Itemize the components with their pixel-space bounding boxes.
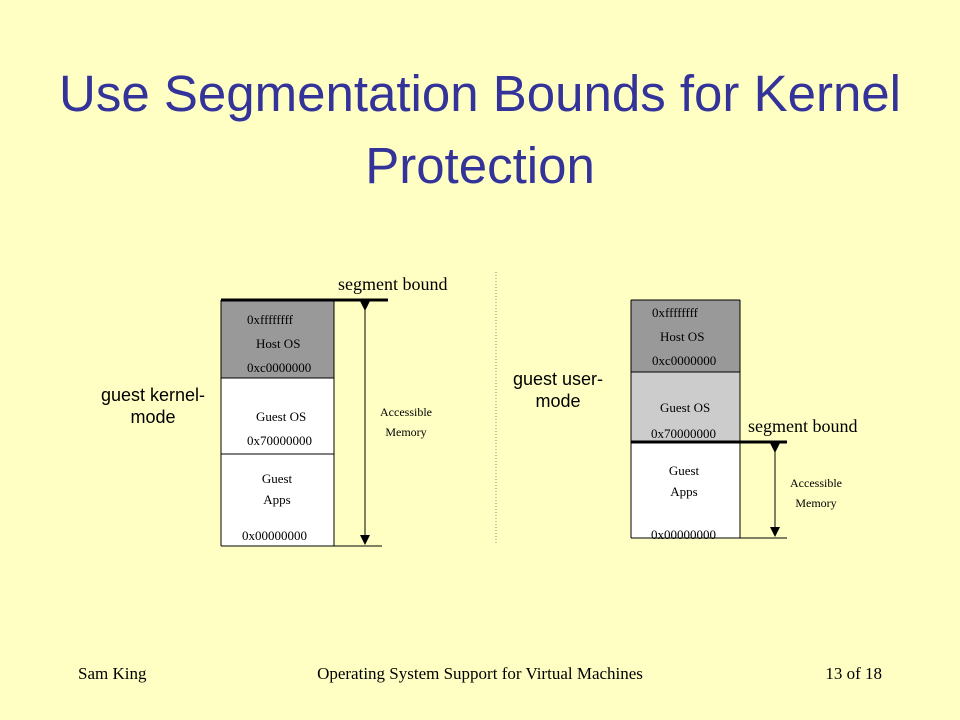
- footer-page-number: 13 of 18: [825, 664, 882, 683]
- footer-author: Sam King: [78, 664, 147, 683]
- right-guest-os-label: Guest OS: [660, 400, 711, 415]
- right-guest-os-block: [631, 372, 740, 442]
- right-guest-apps-label: Guest Apps: [650, 460, 718, 502]
- right-guest-apps-line2: Apps: [670, 484, 698, 499]
- slide-title: Use Segmentation Bounds for Kernel Prote…: [59, 65, 901, 194]
- left-guest-os-label: Guest OS: [256, 409, 307, 424]
- left-addr-top: 0xffffffff: [247, 312, 293, 327]
- left-guest-apps-line1: Guest: [261, 471, 293, 486]
- footer-course: Operating System Support for Virtual Mac…: [317, 664, 643, 683]
- right-mode-label-line1: guest user-: [512, 369, 604, 389]
- right-accessible-line2: Memory: [795, 496, 837, 510]
- left-segment-bound-label: segment bound: [338, 274, 448, 294]
- right-addr-top: 0xffffffff: [652, 305, 698, 320]
- right-guest-apps-block: [631, 442, 740, 538]
- right-addr-bottom: 0x00000000: [651, 527, 716, 542]
- left-guest-os-block: [221, 378, 334, 454]
- left-addr-guest-os-base: 0x70000000: [247, 433, 312, 448]
- left-accessible-line1: Accessible: [380, 405, 432, 419]
- right-mode-label-line2: mode: [535, 391, 581, 411]
- right-addr-guest-os-base: 0x70000000: [651, 426, 716, 441]
- right-accessible-memory-label: Accessible Memory: [774, 473, 858, 513]
- left-addr-host-base: 0xc0000000: [247, 360, 312, 375]
- right-host-os-block: [631, 300, 740, 372]
- left-host-os-block: [221, 300, 334, 378]
- left-host-os-label: Host OS: [256, 336, 301, 351]
- left-mode-label: guest kernel- mode: [88, 384, 218, 428]
- right-mode-label: guest user- mode: [498, 368, 618, 412]
- left-accessible-line2: Memory: [385, 425, 427, 439]
- right-accessible-line1: Accessible: [790, 476, 842, 490]
- right-addr-host-base: 0xc0000000: [652, 353, 717, 368]
- left-mode-label-line1: guest kernel-: [100, 385, 206, 405]
- right-host-os-label: Host OS: [660, 329, 705, 344]
- left-addr-bottom: 0x00000000: [242, 528, 307, 543]
- left-accessible-memory-label: Accessible Memory: [364, 402, 448, 442]
- left-guest-apps-label: Guest Apps: [243, 468, 311, 510]
- left-mode-label-line2: mode: [130, 407, 176, 427]
- right-segment-bound-label: segment bound: [748, 416, 858, 436]
- right-guest-apps-line1: Guest: [668, 463, 700, 478]
- left-guest-apps-line2: Apps: [263, 492, 291, 507]
- left-guest-apps-block: [221, 454, 334, 546]
